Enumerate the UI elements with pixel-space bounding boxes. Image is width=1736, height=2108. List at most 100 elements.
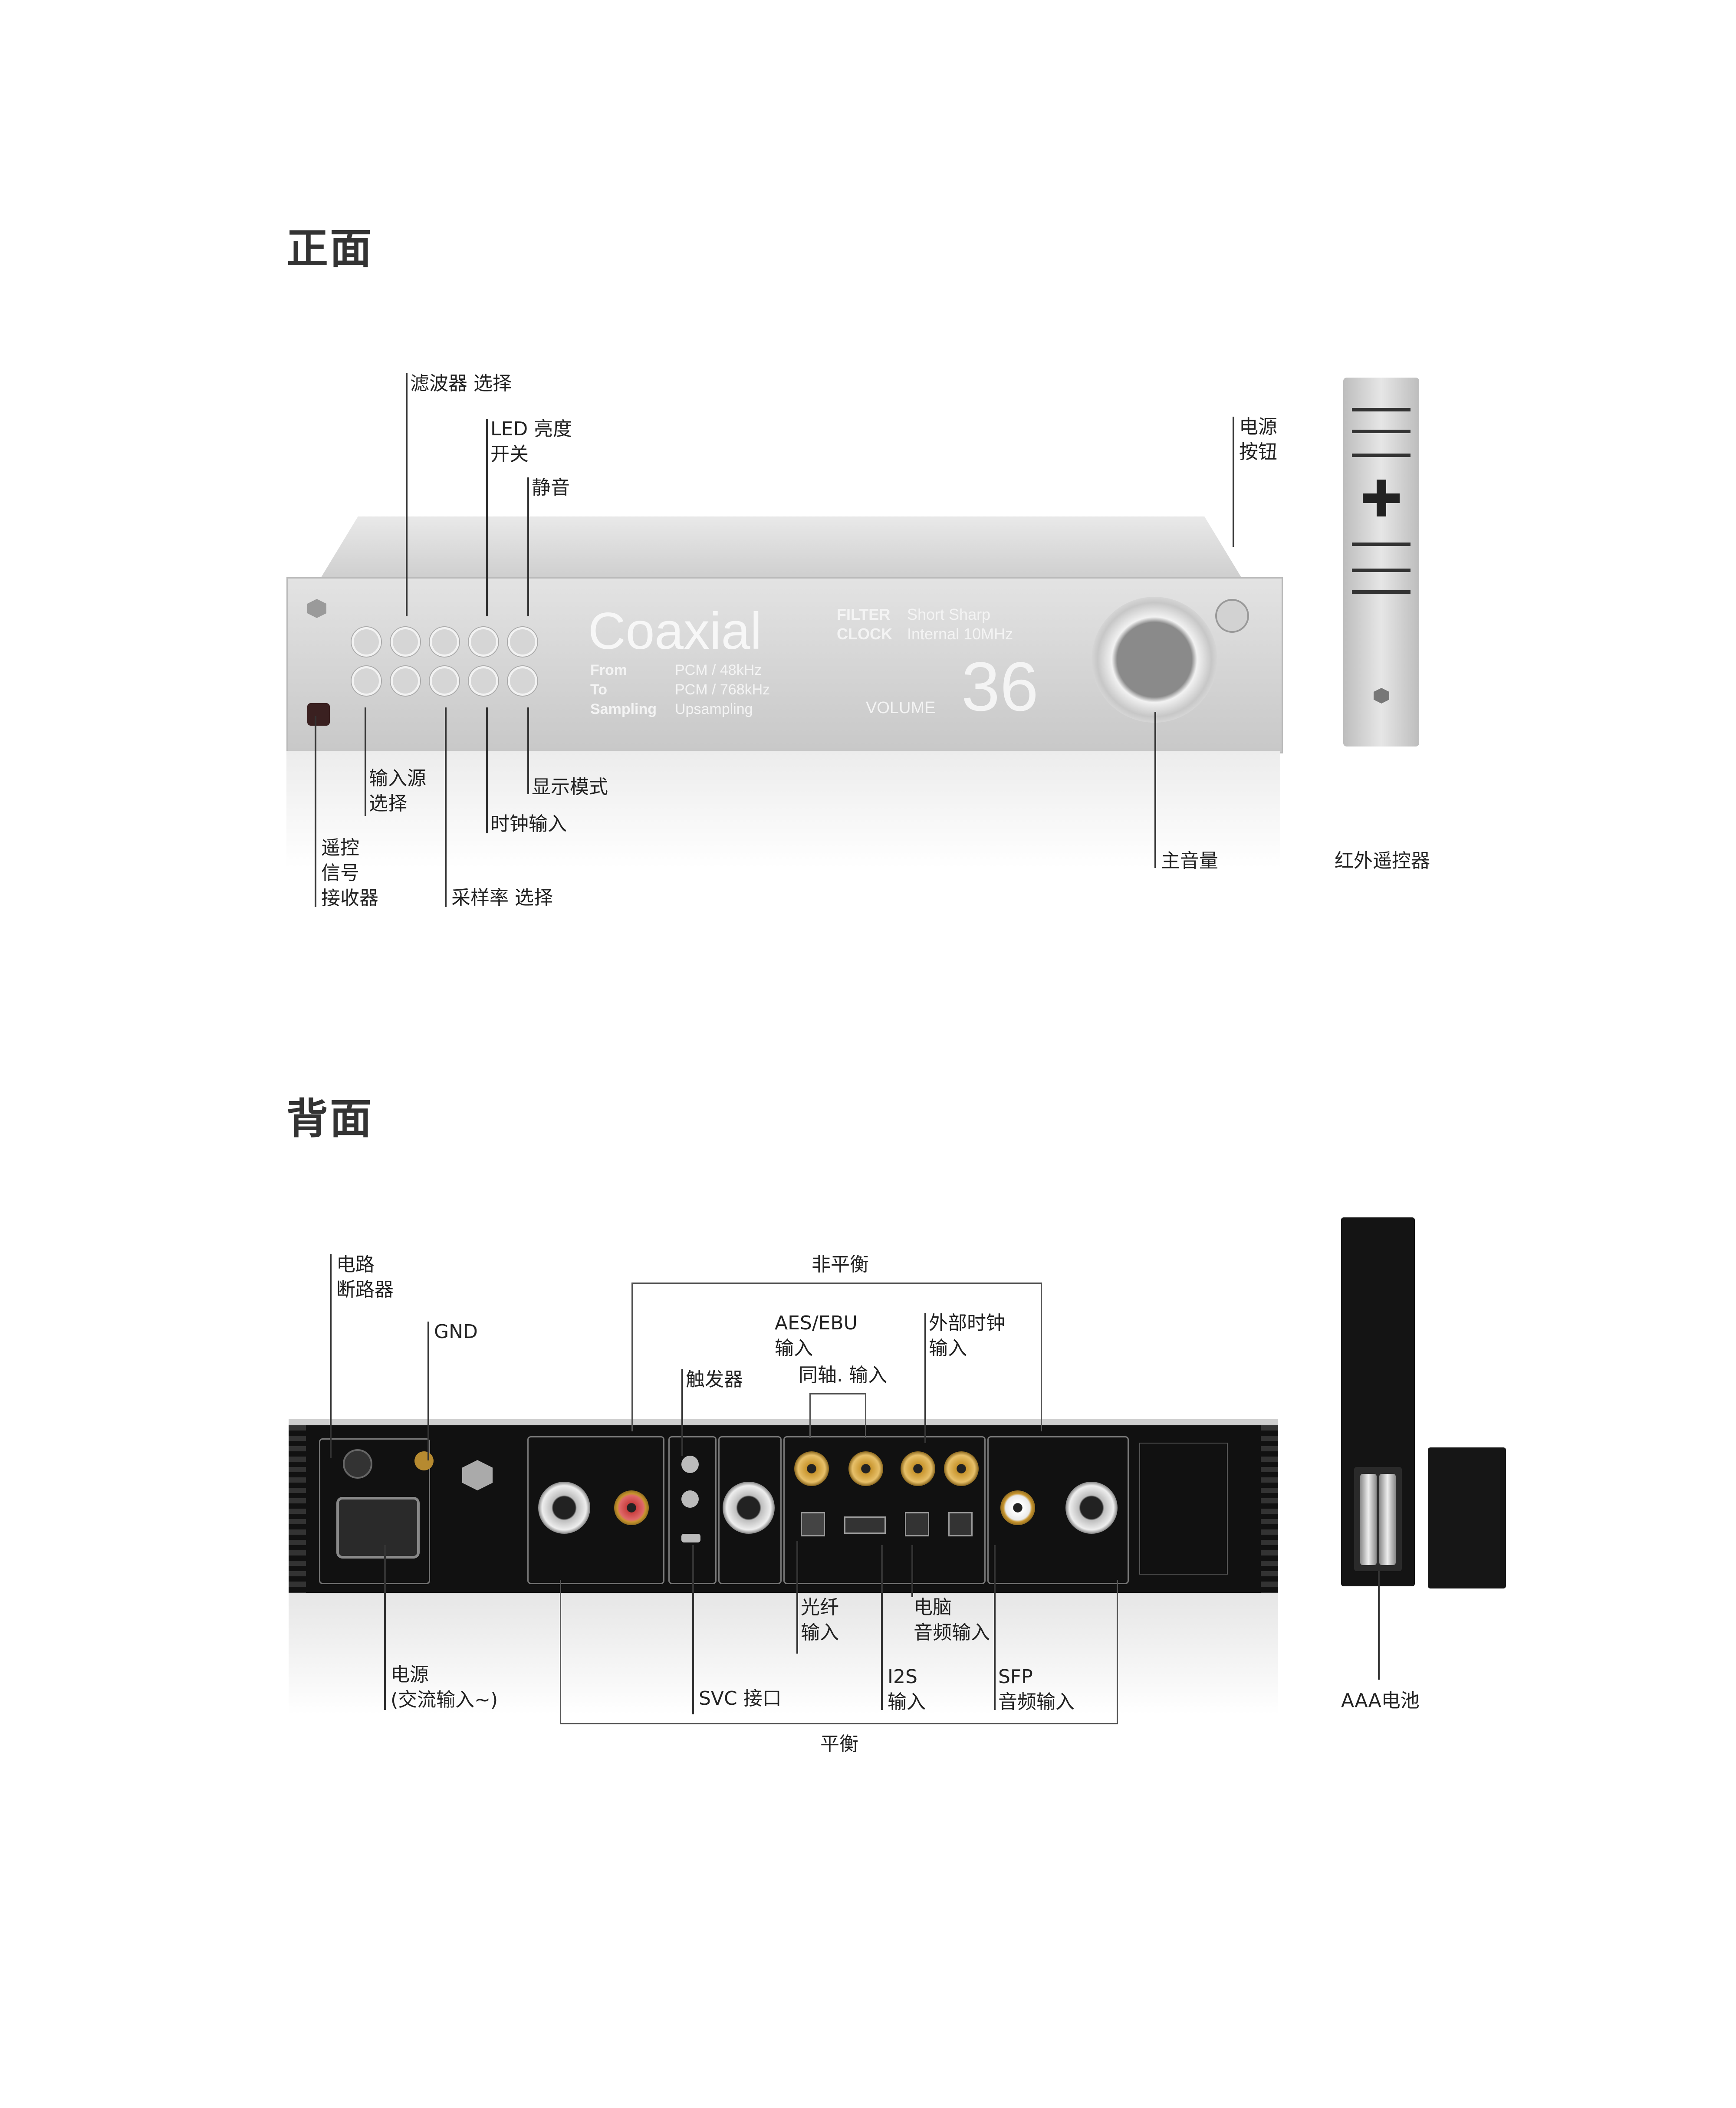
remote-button-row[interactable] bbox=[1352, 569, 1410, 572]
callout-line-pc-audio bbox=[911, 1545, 913, 1597]
callout-line-sfp bbox=[994, 1545, 996, 1710]
remote-button-row[interactable] bbox=[1352, 590, 1410, 594]
label-gnd: GND bbox=[434, 1319, 478, 1345]
display-sampling-value: Upsampling bbox=[675, 701, 753, 718]
front-panel-device: Coaxial FILTER Short Sharp CLOCK Interna… bbox=[286, 516, 1280, 751]
filter-button-top[interactable] bbox=[391, 627, 420, 657]
label-breaker: 电路 断路器 bbox=[336, 1252, 394, 1302]
label-filter-select: 滤波器 选择 bbox=[410, 371, 512, 396]
label-mute: 静音 bbox=[532, 475, 570, 500]
i2s-input[interactable] bbox=[844, 1516, 886, 1534]
ac-inlet-socket[interactable] bbox=[336, 1497, 420, 1559]
volume-knob[interactable] bbox=[1092, 597, 1217, 723]
usb-pc-audio-input[interactable] bbox=[905, 1512, 929, 1536]
label-power-ac: 电源 (交流输入~) bbox=[391, 1662, 498, 1713]
ir-receiver-icon bbox=[307, 703, 330, 726]
coax-1-input[interactable] bbox=[794, 1451, 829, 1486]
label-balanced: 平衡 bbox=[820, 1732, 858, 1757]
label-sfp: SFP 音频输入 bbox=[998, 1664, 1075, 1715]
sampling-button[interactable] bbox=[430, 666, 459, 696]
battery-cell-icon bbox=[1379, 1474, 1396, 1565]
input-button[interactable] bbox=[352, 666, 381, 696]
label-aes-ebu: AES/EBU 输入 bbox=[775, 1311, 858, 1361]
rose-rear-logo-icon bbox=[462, 1460, 493, 1490]
input-button-top[interactable] bbox=[352, 627, 381, 657]
front-section-title: 正面 bbox=[286, 215, 373, 275]
label-aaa-battery: AAA电池 bbox=[1341, 1688, 1420, 1713]
remote-button-row[interactable] bbox=[1352, 454, 1410, 457]
display-clock-value: Internal 10MHz bbox=[907, 625, 1013, 643]
remote-button-row[interactable] bbox=[1352, 543, 1410, 546]
battery-cover[interactable] bbox=[1428, 1447, 1506, 1588]
remote-dpad[interactable] bbox=[1363, 480, 1400, 516]
display-clock-key: CLOCK bbox=[837, 625, 892, 643]
label-trigger: 触发器 bbox=[686, 1367, 743, 1392]
label-power-button: 电源 按钮 bbox=[1239, 414, 1277, 465]
front-feet-reflection bbox=[286, 751, 1280, 868]
callout-line-breaker bbox=[330, 1254, 332, 1458]
rating-label-plate bbox=[1139, 1443, 1228, 1575]
rca-output-right[interactable] bbox=[614, 1490, 649, 1525]
callout-line-display-mode bbox=[527, 707, 529, 794]
dimming-button[interactable] bbox=[469, 627, 498, 657]
label-clock-input: 时钟输入 bbox=[490, 812, 567, 837]
back-section-title: 背面 bbox=[286, 1085, 373, 1145]
label-ir-remote: 红外遥控器 bbox=[1335, 848, 1430, 874]
gnd-terminal[interactable] bbox=[414, 1451, 434, 1470]
label-remote-receiver: 遥控 信号 接收器 bbox=[321, 835, 378, 911]
battery-compartment bbox=[1354, 1467, 1402, 1571]
display-to-key: To bbox=[590, 681, 607, 698]
ext-clock-input-b[interactable] bbox=[944, 1451, 979, 1486]
label-sample-rate: 采样率 选择 bbox=[451, 885, 553, 911]
display-to-value: PCM / 768kHz bbox=[675, 681, 770, 698]
remote-button-row[interactable] bbox=[1352, 430, 1410, 433]
power-button-icon[interactable] bbox=[1215, 599, 1249, 633]
circuit-breaker-switch[interactable] bbox=[343, 1449, 372, 1479]
callout-line-volume bbox=[1154, 712, 1156, 868]
coax-2-input[interactable] bbox=[848, 1451, 883, 1486]
callout-line-sample-rate bbox=[445, 707, 447, 907]
label-i2s: I2S 输入 bbox=[888, 1664, 926, 1715]
label-input-source: 输入源 选择 bbox=[369, 766, 426, 816]
xlr-output-right[interactable] bbox=[538, 1482, 590, 1534]
ir-remote-device bbox=[1343, 378, 1419, 747]
sampling-button-top[interactable] bbox=[430, 627, 459, 657]
aes-ebu-input[interactable] bbox=[723, 1482, 775, 1534]
xlr-output-left[interactable] bbox=[1065, 1482, 1118, 1534]
callout-line-optical bbox=[796, 1541, 798, 1654]
heatsink-right bbox=[1261, 1425, 1278, 1599]
svc-port[interactable] bbox=[681, 1534, 700, 1542]
callout-line-gnd bbox=[427, 1322, 429, 1460]
rca-output-left[interactable] bbox=[1000, 1490, 1035, 1525]
display-filter-value: Short Sharp bbox=[907, 605, 990, 624]
label-unbalanced: 非平衡 bbox=[812, 1252, 869, 1277]
callout-line-i2s bbox=[881, 1545, 883, 1710]
optical-input[interactable] bbox=[801, 1512, 825, 1536]
display-filter-key: FILTER bbox=[837, 605, 890, 624]
display-sampling-key: Sampling bbox=[590, 701, 657, 718]
trigger-in-jack[interactable] bbox=[681, 1456, 699, 1473]
filter-button[interactable] bbox=[391, 666, 420, 696]
callout-line-ext-clock bbox=[924, 1313, 926, 1443]
callout-line-led bbox=[486, 419, 488, 616]
callout-line-remote-receiver bbox=[315, 716, 316, 907]
coax-bracket bbox=[809, 1393, 866, 1438]
display-volume-value: 36 bbox=[961, 647, 1039, 727]
callout-line-battery bbox=[1378, 1571, 1380, 1680]
callout-line-svc bbox=[692, 1545, 694, 1714]
callout-line-mute bbox=[527, 477, 529, 616]
trigger-out-jack[interactable] bbox=[681, 1490, 699, 1508]
label-display-mode: 显示模式 bbox=[532, 775, 608, 800]
display-mode-button[interactable] bbox=[508, 666, 537, 696]
callout-line-power bbox=[1233, 417, 1234, 547]
clock-input-button[interactable] bbox=[469, 666, 498, 696]
ext-clock-input-a[interactable] bbox=[901, 1451, 935, 1486]
display-source: Coaxial bbox=[588, 601, 762, 661]
mute-button[interactable] bbox=[508, 627, 537, 657]
label-svc: SVC 接口 bbox=[699, 1686, 782, 1711]
sfp-audio-input[interactable] bbox=[948, 1512, 973, 1536]
remote-button-row[interactable] bbox=[1352, 408, 1410, 411]
label-coax-input: 同轴. 输入 bbox=[799, 1363, 887, 1388]
battery-cell-icon bbox=[1360, 1474, 1377, 1565]
heatsink-left bbox=[289, 1425, 306, 1599]
